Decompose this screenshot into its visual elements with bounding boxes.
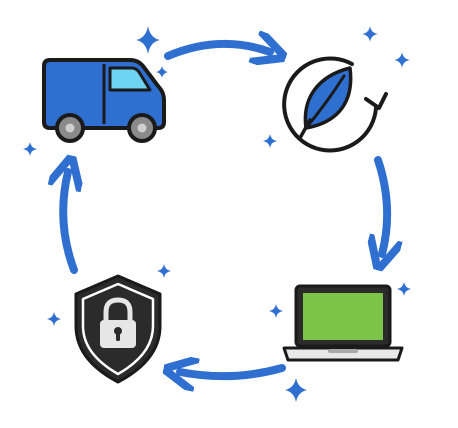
van-icon	[42, 58, 166, 143]
leaf-refresh-icon	[282, 56, 388, 153]
arrow-leaf-to-laptop	[378, 156, 387, 254]
shield-lock-icon	[74, 274, 162, 384]
laptop-icon	[282, 284, 404, 362]
sparkle-icon	[269, 304, 283, 318]
sparkle-icon	[263, 134, 277, 148]
arrow-van-to-leaf	[164, 44, 270, 56]
sparkle-icon	[285, 378, 307, 402]
sparkle-icon	[397, 282, 411, 296]
sparkle-icon	[157, 264, 171, 278]
arrow-laptop-to-shield	[180, 368, 286, 376]
sparkle-icon	[394, 52, 410, 68]
sparkle-icon	[47, 312, 61, 326]
sparkle-decorations	[23, 26, 411, 402]
sparkle-icon	[23, 142, 37, 156]
sparkle-icon	[136, 26, 160, 54]
sparkle-icon	[156, 66, 168, 78]
sparkle-icon	[362, 26, 378, 42]
arrow-shield-to-van	[63, 172, 74, 274]
